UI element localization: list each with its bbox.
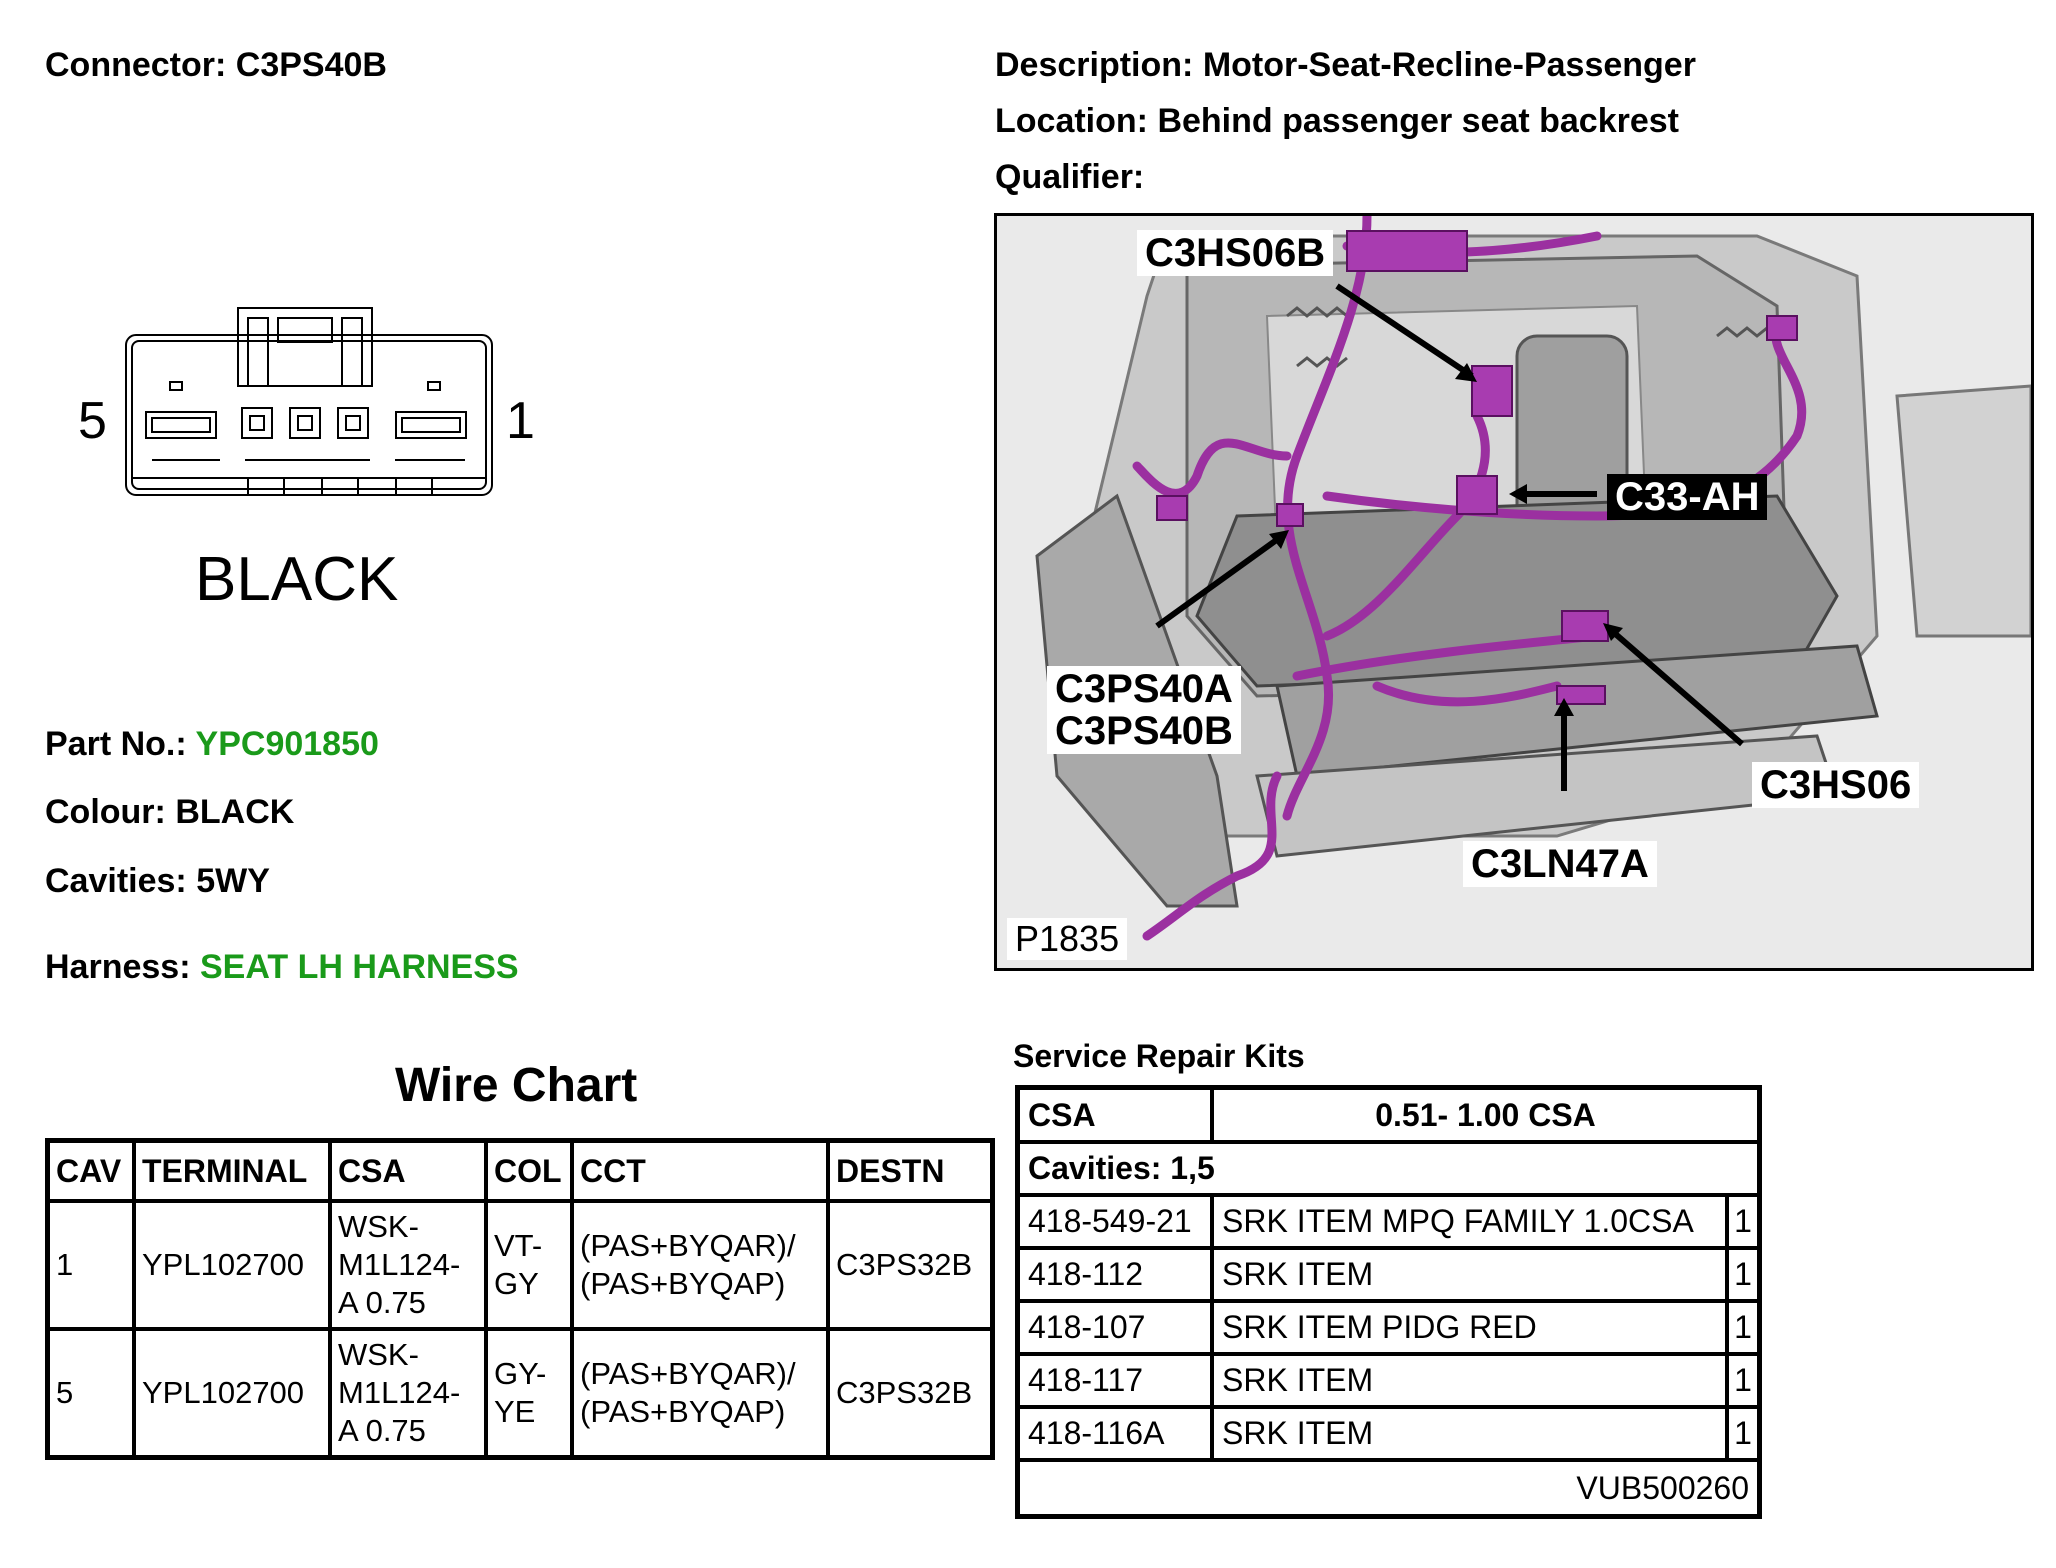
- srk-code: 418-117: [1015, 1352, 1214, 1409]
- srk-code: 418-549-21: [1015, 1193, 1214, 1250]
- srk-code: 418-112: [1015, 1246, 1214, 1303]
- header-terminal: TERMINAL: [132, 1138, 332, 1203]
- wire-chart-table: CAV TERMINAL CSA COL CCT DESTN 1 YPL1027…: [45, 1138, 995, 1460]
- connector-colour-label: BLACK: [195, 545, 398, 614]
- table-row: 418-549-21 SRK ITEM MPQ FAMILY 1.0CSA 1: [1015, 1193, 1762, 1250]
- srk-cavities-row: Cavities: 1,5: [1015, 1140, 1762, 1197]
- srk-desc: SRK ITEM PIDG RED: [1210, 1299, 1729, 1356]
- srk-desc: SRK ITEM: [1210, 1352, 1729, 1409]
- connector-value: C3PS40B: [235, 46, 387, 84]
- header-csa: CSA: [328, 1138, 488, 1203]
- figure-id: P1835: [1007, 918, 1128, 960]
- pin-1-label: 1: [506, 392, 535, 450]
- harness-field: Harness: SEAT LH HARNESS: [45, 948, 519, 987]
- connector-label: Connector:: [45, 46, 227, 84]
- location-field: Location: Behind passenger seat backrest: [995, 102, 1679, 141]
- qualifier-label: Qualifier:: [995, 158, 1145, 196]
- location-value: Behind passenger seat backrest: [1157, 102, 1679, 140]
- description-label: Description:: [995, 46, 1194, 84]
- cell-cct: (PAS+BYQAR)/(PAS+BYQAP): [570, 1199, 830, 1331]
- pin-5-label: 5: [78, 392, 107, 450]
- colour-value: BLACK: [175, 793, 295, 831]
- colour-field: Colour: BLACK: [45, 793, 294, 832]
- qualifier-field: Qualifier:: [995, 158, 1144, 197]
- cell-destn: C3PS32B: [826, 1327, 995, 1460]
- cell-col: GY-YE: [484, 1327, 574, 1460]
- srk-qty: 1: [1725, 1299, 1762, 1356]
- table-row: 418-112 SRK ITEM 1: [1015, 1246, 1762, 1303]
- header-cav: CAV: [45, 1138, 136, 1203]
- cell-destn: C3PS32B: [826, 1199, 995, 1331]
- srk-qty: 1: [1725, 1405, 1762, 1462]
- srk-code: 418-116A: [1015, 1405, 1214, 1462]
- location-photo: C3HS06B C33-AH C3PS40A C3PS40B C3HS06 C3…: [994, 213, 2034, 971]
- cavities-value: 5WY: [196, 862, 270, 900]
- srk-code: 418-107: [1015, 1299, 1214, 1356]
- harness-label: Harness:: [45, 948, 191, 986]
- wire-chart-title: Wire Chart: [395, 1059, 638, 1112]
- location-label: Location:: [995, 102, 1148, 140]
- srk-qty: 1: [1725, 1193, 1762, 1250]
- cavities-field: Cavities: 5WY: [45, 862, 270, 901]
- cell-terminal: YPL102700: [132, 1199, 332, 1331]
- callout-c3ln47a: C3LN47A: [1463, 841, 1657, 887]
- part-no-field: Part No.: YPC901850: [45, 725, 379, 764]
- srk-desc: SRK ITEM: [1210, 1246, 1729, 1303]
- callout-c3ps40a: C3PS40A: [1047, 666, 1241, 712]
- srk-qty: 1: [1725, 1352, 1762, 1409]
- cell-cav: 1: [45, 1199, 136, 1331]
- description-field: Description: Motor-Seat-Recline-Passenge…: [995, 46, 1696, 85]
- part-no-link[interactable]: YPC901850: [195, 725, 379, 763]
- callout-c3hs06b: C3HS06B: [1137, 230, 1334, 276]
- colour-label: Colour:: [45, 793, 166, 831]
- connector-field: Connector: C3PS40B: [45, 46, 387, 85]
- cell-col: VT-GY: [484, 1199, 574, 1331]
- callout-c3hs06: C3HS06: [1752, 762, 1920, 808]
- service-kits-title: Service Repair Kits: [1013, 1038, 1305, 1074]
- description-value: Motor-Seat-Recline-Passenger: [1202, 46, 1696, 84]
- wire-chart-header-row: CAV TERMINAL CSA COL CCT DESTN: [45, 1138, 995, 1203]
- header-cct: CCT: [570, 1138, 830, 1203]
- srk-desc: SRK ITEM: [1210, 1405, 1729, 1462]
- table-row: 5 YPL102700 WSK-M1L124-A 0.75 GY-YE (PAS…: [45, 1327, 995, 1460]
- header-col: COL: [484, 1138, 574, 1203]
- table-row: 418-117 SRK ITEM 1: [1015, 1352, 1762, 1409]
- table-row: 418-116A SRK ITEM 1: [1015, 1405, 1762, 1462]
- seat-illustration: [997, 216, 2031, 968]
- srk-csa-value: 0.51- 1.00 CSA: [1210, 1085, 1762, 1144]
- connector-face-diagram: 5 1 BLACK: [70, 290, 570, 630]
- table-row: 1 YPL102700 WSK-M1L124-A 0.75 VT-GY (PAS…: [45, 1199, 995, 1331]
- harness-link[interactable]: SEAT LH HARNESS: [199, 948, 519, 986]
- cavities-label: Cavities:: [45, 862, 187, 900]
- cell-cct: (PAS+BYQAR)/(PAS+BYQAP): [570, 1327, 830, 1460]
- srk-footer-row: VUB500260: [1015, 1458, 1762, 1519]
- srk-cavities: Cavities: 1,5: [1015, 1140, 1762, 1197]
- service-kits-table: CSA 0.51- 1.00 CSA Cavities: 1,5 418-549…: [1015, 1085, 1762, 1519]
- srk-csa-label: CSA: [1015, 1085, 1214, 1144]
- cell-cav: 5: [45, 1327, 136, 1460]
- header-destn: DESTN: [826, 1138, 995, 1203]
- srk-header-row: CSA 0.51- 1.00 CSA: [1015, 1085, 1762, 1144]
- srk-desc: SRK ITEM MPQ FAMILY 1.0CSA: [1210, 1193, 1729, 1250]
- srk-footer-code: VUB500260: [1015, 1458, 1762, 1519]
- cell-terminal: YPL102700: [132, 1327, 332, 1460]
- part-no-label: Part No.:: [45, 725, 187, 763]
- callout-c33-ah: C33-AH: [1607, 474, 1768, 520]
- table-row: 418-107 SRK ITEM PIDG RED 1: [1015, 1299, 1762, 1356]
- callout-c3ps40b: C3PS40B: [1047, 708, 1241, 754]
- srk-qty: 1: [1725, 1246, 1762, 1303]
- cell-csa: WSK-M1L124-A 0.75: [328, 1199, 488, 1331]
- cell-csa: WSK-M1L124-A 0.75: [328, 1327, 488, 1460]
